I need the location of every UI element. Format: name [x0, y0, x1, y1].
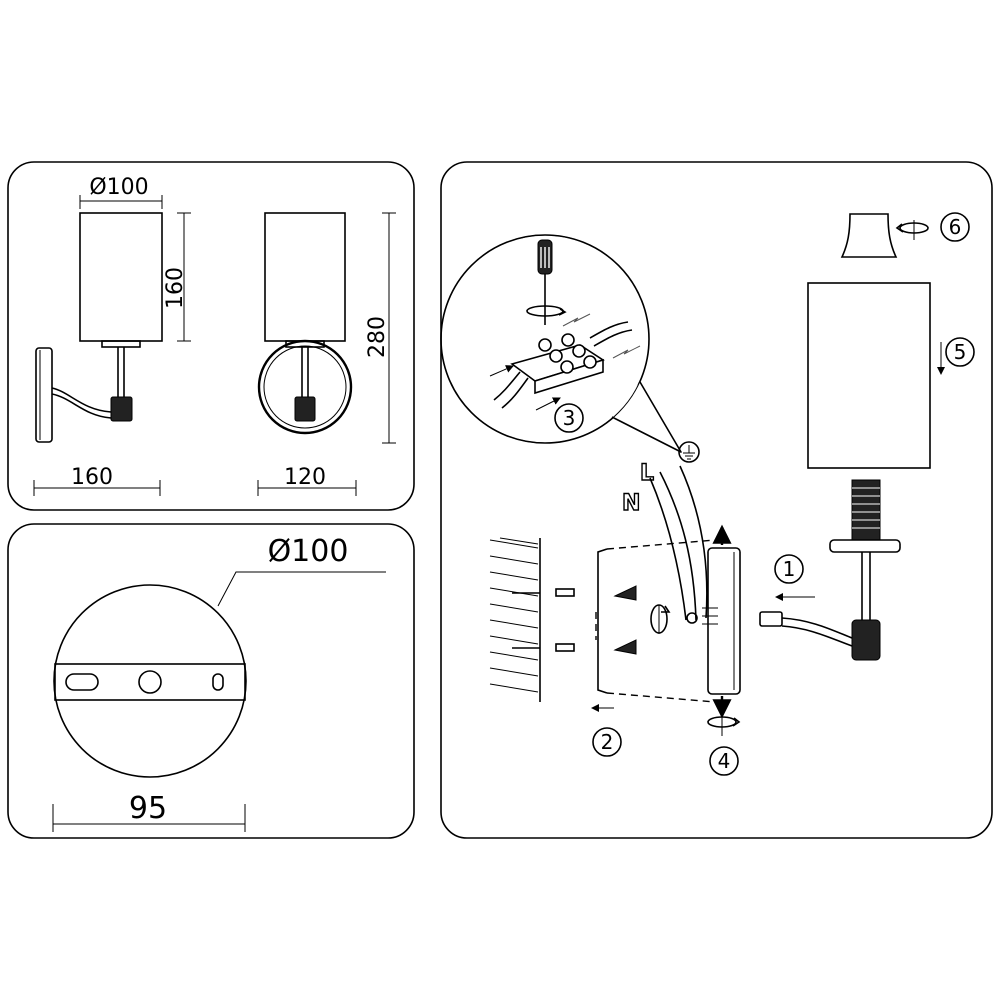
shade-diameter-dimension: Ø100 — [79, 175, 163, 209]
wall-base-disc — [53, 584, 247, 778]
shade-height-label: 160 — [163, 267, 188, 309]
step-5-label: 5 — [954, 340, 967, 364]
bracket-side-view — [595, 539, 716, 703]
terminal-block — [510, 333, 605, 395]
wiring-detail-bubble: 3 — [440, 234, 682, 453]
wall-plug — [555, 643, 575, 652]
front-width-label: 160 — [71, 465, 113, 490]
lamp-holder — [759, 479, 901, 661]
ground-icon — [678, 441, 700, 463]
rotate-icon — [650, 604, 671, 634]
bracket-length-dimension: 95 — [52, 791, 246, 832]
screw — [613, 639, 637, 655]
side-view — [257, 212, 353, 435]
total-height-dimension: 280 — [365, 212, 396, 444]
installation-panel: 3 L N — [440, 161, 993, 839]
screwdriver-icon — [526, 239, 567, 325]
step-3-label: 3 — [563, 406, 576, 430]
rotate-icon — [895, 220, 929, 240]
mounting-panel: Ø100 95 — [7, 523, 415, 839]
glass-shade — [807, 282, 931, 469]
step-2-label: 2 — [601, 730, 614, 754]
screw — [613, 585, 637, 601]
step-1-label: 1 — [783, 557, 796, 581]
bracket-slot — [65, 673, 99, 691]
wall-plug — [555, 588, 575, 597]
shade-diameter-label: Ø100 — [89, 175, 148, 200]
base-diameter-dimension: Ø100 — [217, 534, 386, 607]
front-view — [35, 212, 163, 443]
wall-section — [489, 537, 541, 702]
shade-height-dimension: 160 — [163, 212, 191, 342]
side-width-dimension: 120 — [257, 465, 357, 496]
neutral-wire-label: N — [622, 491, 640, 516]
mounting-bracket — [54, 663, 246, 701]
side-width-label: 120 — [284, 465, 326, 490]
step-6-label: 6 — [949, 215, 962, 239]
shade-cap — [840, 213, 898, 258]
dimensions-panel: 160 Ø100 160 — [7, 161, 415, 511]
bracket-slot — [212, 673, 224, 691]
total-height-label: 280 — [365, 316, 390, 358]
rotate-icon — [707, 716, 741, 736]
base-diameter-label: Ø100 — [268, 534, 349, 569]
bracket-center-hole — [138, 670, 162, 694]
lamp-base-box — [686, 547, 741, 695]
front-width-dimension: 160 — [33, 465, 161, 496]
bracket-length-label: 95 — [129, 791, 167, 826]
step-4-label: 4 — [718, 749, 731, 773]
